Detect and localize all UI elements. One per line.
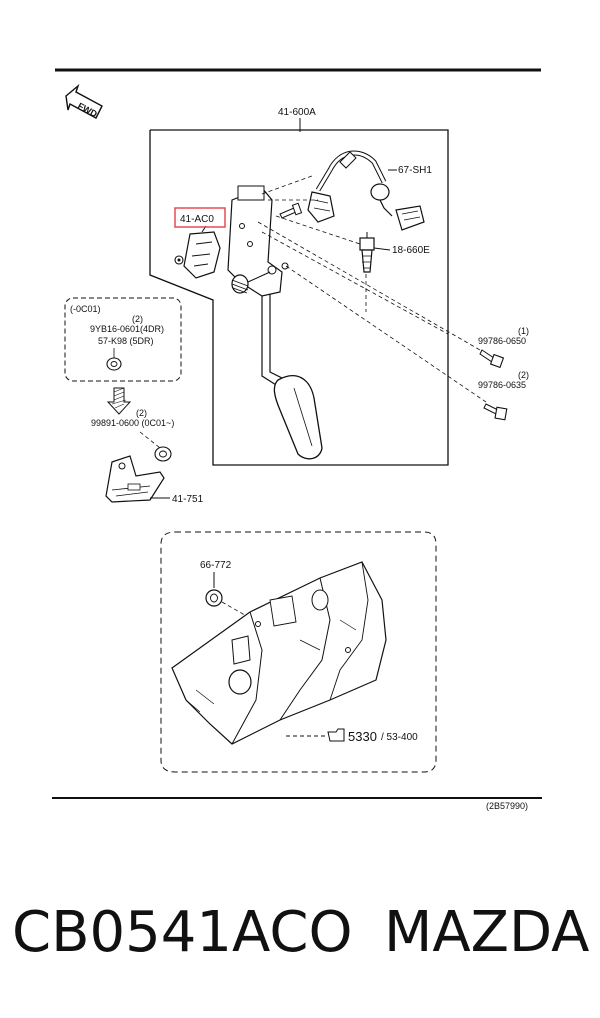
part-caption: CB0541ACO MAZDA [0, 900, 600, 980]
pedal-switch [359, 232, 375, 273]
dash-ref-page: / 53-400 [381, 732, 418, 743]
assembly-boundary [149, 129, 449, 466]
pedal-pivot-spring [231, 271, 271, 294]
switch-label: 18-660E [392, 245, 430, 256]
fwd-arrow-icon: FWD [65, 83, 103, 119]
nut-icon [154, 446, 172, 462]
down-arrow-icon [106, 387, 132, 415]
bolt2-label: 99786-0635 [478, 380, 526, 390]
bracket-label: 41-751 [172, 494, 204, 505]
bracket-41-751 [105, 455, 165, 503]
dash-panel-box [160, 531, 437, 773]
brake-pedal [261, 281, 323, 460]
note-nut-icon [106, 357, 122, 371]
pipe-label: 67-SH1 [398, 165, 432, 176]
highlight-box[interactable] [174, 207, 226, 228]
nut-qty: (2) [136, 408, 147, 418]
bolt1-qty: (1) [518, 326, 529, 336]
note-header: (-0C01) [70, 304, 101, 314]
bolt2-qty: (2) [518, 370, 529, 380]
nut-label: 99891-0600 (0C01~) [91, 418, 174, 428]
note-box [64, 297, 182, 382]
dash-panel [171, 561, 387, 745]
grommet-icon [205, 589, 223, 607]
bracket-bolt-icon [279, 202, 303, 219]
clutch-pipe [307, 150, 425, 231]
assembly-label: 41-600A [278, 107, 316, 118]
note-line2: 57-K98 (5DR) [98, 336, 154, 346]
brand-name: MAZDA [384, 900, 590, 965]
part-number: CB0541ACO [12, 900, 353, 965]
grommet-label: 66-772 [200, 560, 232, 571]
bolt1-label: 99786-0650 [478, 336, 526, 346]
pointing-hand-icon [327, 728, 345, 742]
figure-code: (2B57990) [486, 801, 528, 811]
highlight-label[interactable]: 41-AC0 [180, 214, 214, 225]
bolt-99786-0635-icon [483, 403, 508, 421]
note-qty: (2) [132, 314, 143, 324]
bolt-99786-0650-icon [479, 349, 505, 369]
note-line1: 9YB16-0601(4DR) [90, 324, 164, 334]
dash-ref: 5330 [348, 729, 377, 744]
highlighted-part[interactable] [174, 225, 221, 279]
